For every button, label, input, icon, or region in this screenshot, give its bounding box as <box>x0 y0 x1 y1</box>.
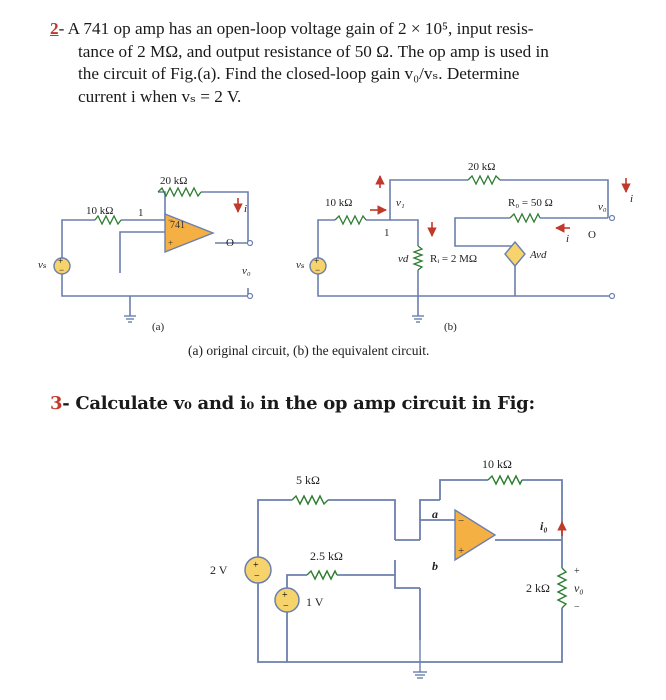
resistor-a-10k <box>94 214 122 226</box>
label-2k: 2 kΩ <box>526 581 550 595</box>
resistor-b-20k <box>467 174 501 186</box>
svg-text:−: − <box>254 571 260 582</box>
resistor-2k <box>556 567 568 609</box>
svg-text:−: − <box>59 265 64 275</box>
label-b-tag: (b) <box>444 321 457 333</box>
figure-caption: (a) original circuit, (b) the equivalent… <box>188 343 430 358</box>
svg-text:−: − <box>315 265 320 275</box>
question-3-number: 3 <box>50 393 63 414</box>
circuit-a-wires <box>61 179 610 316</box>
question-3-text: Calculate v₀ and i₀ in the op amp circui… <box>75 393 535 414</box>
label-b-vd: vd <box>398 253 409 265</box>
label-a-r1: 10 kΩ <box>86 205 113 217</box>
svg-text:+: + <box>282 590 288 601</box>
resistor-5k <box>291 494 329 506</box>
svg-text:−: − <box>168 215 173 225</box>
source-2v: +− <box>244 556 272 584</box>
svg-text:+: + <box>574 566 580 577</box>
figure-q3-circuit: − + +− +− 5 kΩ 10 kΩ 2.5 kΩ 2 kΩ 2 V 1 V… <box>210 457 584 679</box>
label-b-vo: v₀ <box>598 201 607 213</box>
question-2-text-1: A 741 op amp has an open-loop voltage ga… <box>67 19 534 38</box>
label-b-current: i <box>566 233 569 245</box>
resistor-a-20k <box>157 186 202 198</box>
label-1v: 1 V <box>306 595 324 609</box>
label-b-r1: 10 kΩ <box>325 197 352 209</box>
svg-text:+: + <box>458 545 464 557</box>
svg-text:+: + <box>253 560 259 571</box>
label-b-gain: Avd <box>529 249 547 261</box>
label-b-vs: vₛ <box>296 259 305 271</box>
label-2v: 2 V <box>210 563 228 577</box>
label-a-current: i <box>244 203 247 215</box>
label-10k: 10 kΩ <box>482 457 512 471</box>
svg-text:−: − <box>574 602 580 613</box>
label-b-ro: R₀ = 50 Ω <box>508 197 553 209</box>
label-a-rf: 20 kΩ <box>160 175 187 187</box>
svg-text:+: + <box>314 256 319 266</box>
question-2-line-4: current i when vₛ = 2 V. <box>78 86 242 106</box>
label-b-node-o: O <box>588 229 596 241</box>
svg-text:+: + <box>168 238 173 248</box>
ground-c <box>413 640 427 679</box>
question-3: 3- Calculate v₀ and i₀ in the op amp cir… <box>50 393 535 414</box>
label-b-rf: 20 kΩ <box>468 161 495 173</box>
question-2-number: 2 <box>50 19 59 38</box>
svg-text:+: + <box>58 256 63 266</box>
ground-symbols <box>124 315 424 323</box>
figure-op-amp-circuits: 741 − + +− +− 10 kΩ 20 kΩ 1 O i vₛ <box>38 161 633 333</box>
resistor-10k <box>487 474 523 486</box>
question-2-line-1: 2- A 741 op amp has an open-loop voltage… <box>50 19 534 38</box>
dependent-source-avd <box>504 240 526 268</box>
label-b-v1: v₁ <box>396 197 405 209</box>
label-2-5k: 2.5 kΩ <box>310 549 343 563</box>
label-5k: 5 kΩ <box>296 473 320 487</box>
label-b-node: 1 <box>384 227 390 239</box>
resistor-2-5k <box>306 569 338 581</box>
label-a-vs: vₛ <box>38 259 47 271</box>
label-b-current-top: i <box>630 193 633 205</box>
circuit-c-wires <box>257 479 563 663</box>
source-1v: +− <box>274 587 300 613</box>
op-amp-c: − + <box>454 508 497 562</box>
svg-text:−: − <box>458 515 464 527</box>
resistor-b-ri <box>412 245 424 271</box>
op-amp-label: 741 <box>170 220 185 231</box>
label-a-tag: (a) <box>152 321 165 333</box>
question-2-line-2: tance of 2 MΩ, and output resistance of … <box>78 41 549 61</box>
label-a-vo: v₀ <box>242 265 251 277</box>
label-a-node: 1 <box>138 207 144 219</box>
terminals <box>246 214 616 300</box>
svg-text:−: − <box>283 601 289 612</box>
circuit-a-resistors <box>94 174 541 271</box>
current-arrows <box>233 175 631 237</box>
label-node-a: a <box>432 507 438 521</box>
question-2: 2- A 741 op amp has an open-loop voltage… <box>50 18 650 108</box>
question-2-line-3: the circuit of Fig.(a). Find the closed-… <box>78 64 520 83</box>
label-a-node-o: O <box>226 237 234 249</box>
op-amp-741: 741 − + <box>164 212 215 254</box>
circuit-c-resistors <box>291 474 568 609</box>
label-node-b: b <box>432 559 438 573</box>
label-vo: v₀ <box>574 581 584 595</box>
resistor-b-ro <box>509 212 541 224</box>
label-io: i₀ <box>540 519 548 533</box>
label-b-ri: Rᵢ = 2 MΩ <box>430 253 477 265</box>
source-b-vs: +− <box>309 256 327 275</box>
resistor-b-10k <box>334 214 367 226</box>
source-a-vs: +− <box>53 256 71 275</box>
